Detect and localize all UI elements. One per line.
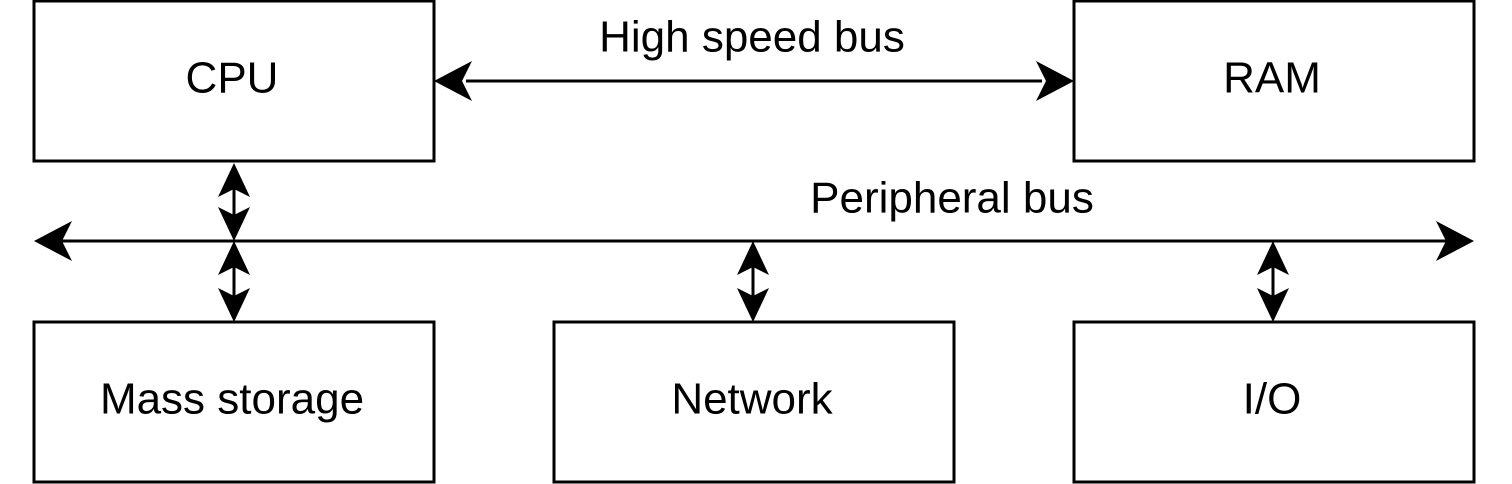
high-speed-bus-arrowhead-right [1036,61,1074,101]
high-speed-bus-arrowhead-left [434,61,472,101]
cpu-bus-connector [218,163,250,241]
network-bus-connector [737,241,769,322]
high-speed-bus: High speed bus [434,13,1074,101]
peripheral-bus-label: Peripheral bus [810,174,1094,223]
mass-storage-bus-connector [218,241,250,322]
network-label: Network [671,375,833,424]
io-node: I/O [1072,320,1476,484]
mass-storage-node: Mass storage [32,320,436,484]
cpu-label: CPU [186,54,279,103]
cpu-node: CPU [32,0,436,163]
network-node: Network [552,320,956,484]
peripheral-bus: Peripheral bus [34,174,1474,261]
io-label: I/O [1243,375,1302,424]
high-speed-bus-label: High speed bus [599,13,905,62]
io-bus-connector [1257,241,1289,322]
ram-node: RAM [1072,0,1476,163]
peripheral-bus-arrowhead-right [1436,221,1474,261]
peripheral-bus-arrowhead-left [34,221,72,261]
mass-storage-label: Mass storage [100,375,364,424]
ram-label: RAM [1223,54,1321,103]
